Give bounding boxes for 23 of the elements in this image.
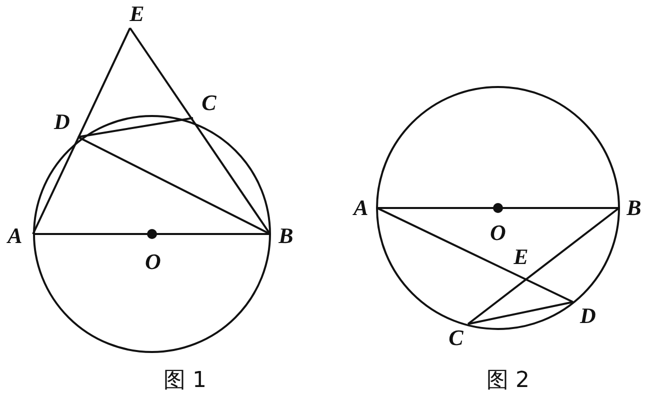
point-label: O bbox=[490, 222, 506, 244]
point-label: E bbox=[130, 3, 144, 25]
point-label: O bbox=[145, 251, 161, 273]
line-segment bbox=[377, 207, 619, 209]
line-segment bbox=[129, 27, 271, 235]
line-segment bbox=[78, 136, 270, 235]
line-segment bbox=[376, 207, 574, 303]
point-label: B bbox=[626, 197, 642, 219]
figure-caption: 图 2 bbox=[486, 370, 530, 392]
line-segment bbox=[32, 28, 131, 234]
point-label: D bbox=[580, 305, 596, 327]
point-label: D bbox=[54, 111, 70, 133]
point-label: B bbox=[278, 225, 294, 247]
point-label: A bbox=[354, 197, 368, 219]
point-label: A bbox=[8, 225, 22, 247]
line-segment bbox=[467, 207, 620, 325]
point-label: E bbox=[514, 246, 528, 268]
point-label: C bbox=[448, 327, 464, 349]
point-label: C bbox=[202, 92, 216, 114]
line-segment bbox=[468, 301, 574, 325]
line-segment bbox=[33, 233, 270, 235]
figure-caption: 图 1 bbox=[164, 370, 206, 392]
line-segment bbox=[78, 117, 194, 138]
